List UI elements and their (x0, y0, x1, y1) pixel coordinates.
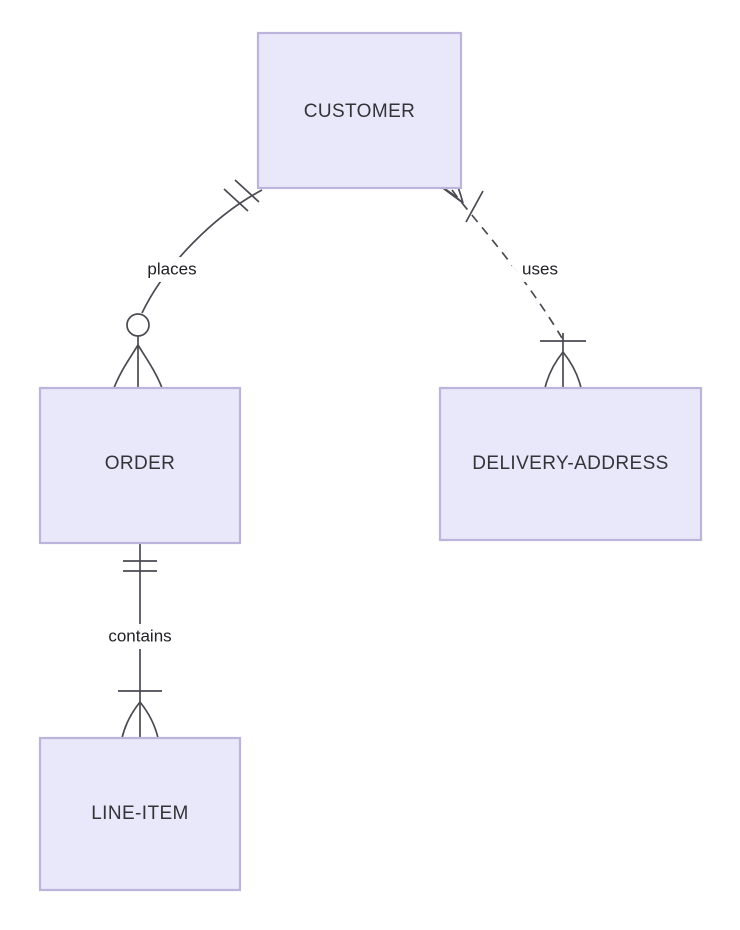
relationship-contains-label: contains (108, 626, 171, 645)
relationship-contains-label-bg (92, 624, 189, 649)
relationship-uses[interactable]: uses (436, 171, 586, 389)
cardinality-places-customer-exactly-one (223, 179, 260, 212)
entity-customer-box[interactable] (256, 31, 463, 190)
entity-customer[interactable]: CUSTOMER (256, 31, 463, 190)
entity-order-box[interactable] (38, 386, 242, 545)
entity-delivery-address-label: DELIVERY-ADDRESS (472, 453, 668, 474)
relationship-places-label-bg (134, 257, 211, 282)
cardinality-contains-order-exactly-one (123, 560, 157, 572)
cardinality-uses-delivery-address-one-or-many (540, 333, 586, 389)
entity-customer-label: CUSTOMER (304, 101, 416, 122)
entity-line-item[interactable]: LINE-ITEM (38, 736, 242, 892)
cardinality-contains-line-item-one-or-many (118, 690, 162, 739)
entity-line-item-box[interactable] (38, 736, 242, 892)
relationship-places[interactable]: places (113, 179, 263, 389)
entity-order[interactable]: ORDER (38, 386, 242, 545)
relationship-uses-label: uses (522, 259, 558, 278)
relationship-uses-label-bg (512, 257, 569, 282)
entity-order-label: ORDER (105, 453, 176, 474)
relationship-places-label: places (147, 259, 196, 278)
cardinality-places-order-zero-or-many (113, 313, 163, 389)
relationship-places-line[interactable] (141, 189, 263, 314)
entity-line-item-label: LINE-ITEM (91, 803, 189, 824)
entity-delivery-address[interactable]: DELIVERY-ADDRESS (438, 386, 703, 542)
relationship-contains[interactable]: contains (92, 543, 189, 739)
entity-delivery-address-box[interactable] (438, 386, 703, 542)
